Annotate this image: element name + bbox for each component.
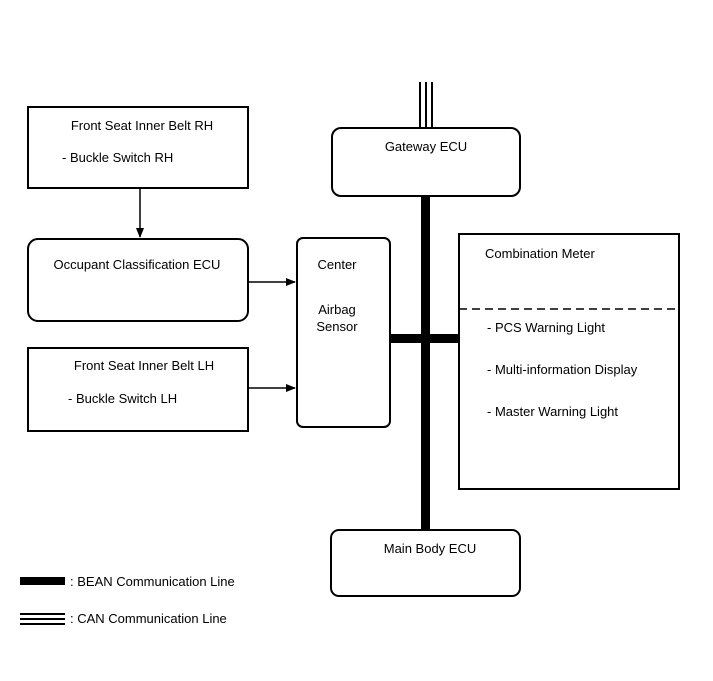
center-airbag-line2: Airbag [318, 302, 356, 317]
combination-meter-box: Combination Meter - PCS Warning Light - … [458, 233, 680, 490]
can-bus-line [419, 82, 433, 128]
front-seat-lh-box: Front Seat Inner Belt LH - Buckle Switch… [27, 347, 249, 432]
front-seat-rh-item: - Buckle Switch RH [62, 150, 173, 165]
legend: : BEAN Communication Line : CAN Communic… [20, 574, 235, 626]
front-seat-lh-item: - Buckle Switch LH [68, 391, 177, 406]
occupant-ecu-box: Occupant Classification ECU [27, 238, 249, 322]
front-seat-lh-title: Front Seat Inner Belt LH [74, 358, 214, 373]
legend-bean-swatch [20, 577, 65, 585]
front-seat-rh-title: Front Seat Inner Belt RH [71, 118, 213, 133]
combination-meter-title: Combination Meter [485, 246, 595, 261]
bean-bus-vertical [421, 196, 430, 530]
center-airbag-sensor-box: Center Airbag Sensor [296, 237, 391, 428]
legend-can-swatch [20, 613, 65, 625]
combination-meter-item: - Multi-information Display [487, 362, 638, 377]
center-airbag-line3: Sensor [316, 319, 358, 334]
center-airbag-line1: Center [317, 257, 357, 272]
main-body-ecu-label: Main Body ECU [384, 541, 476, 556]
combination-meter-item: - PCS Warning Light [487, 320, 605, 335]
legend-bean-label: : BEAN Communication Line [70, 574, 235, 589]
occupant-ecu-label: Occupant Classification ECU [54, 257, 221, 272]
legend-can-label: : CAN Communication Line [70, 611, 227, 626]
gateway-ecu-box: Gateway ECU [331, 127, 521, 197]
gateway-ecu-label: Gateway ECU [385, 139, 467, 154]
front-seat-rh-box: Front Seat Inner Belt RH - Buckle Switch… [27, 106, 249, 189]
combination-meter-item: - Master Warning Light [487, 404, 618, 419]
bean-bus-horizontal [390, 334, 460, 343]
main-body-ecu-box: Main Body ECU [330, 529, 521, 597]
